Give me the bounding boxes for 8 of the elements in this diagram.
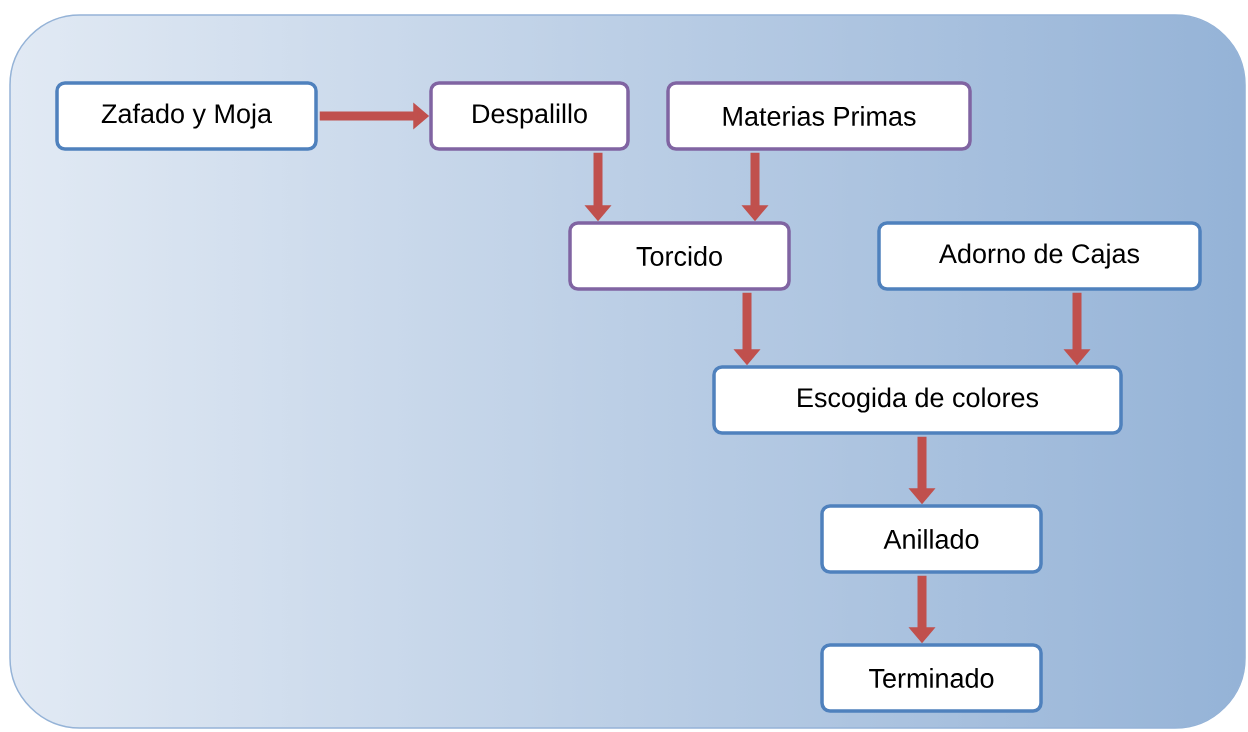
process-box: Materias Primas [666, 81, 972, 151]
process-box: Torcido [568, 221, 791, 291]
process-box: Anillado [820, 504, 1043, 574]
process-box: Despalillo [429, 81, 630, 151]
process-box: Terminado [820, 643, 1043, 713]
process-box: Adorno de Cajas [877, 221, 1202, 291]
process-box: Escogida de colores [712, 365, 1123, 435]
process-box: Zafado y Moja [55, 81, 318, 151]
